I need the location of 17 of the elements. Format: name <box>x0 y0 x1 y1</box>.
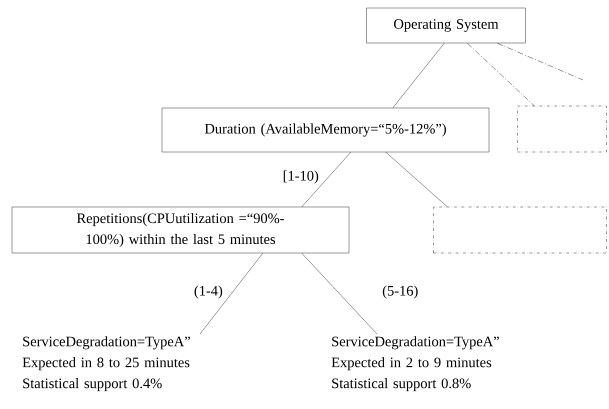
prediction-text: ServiceDegradation=TypeA” Expected in 8 to 25 minutes Statistical support 0.4% <box>22 336 190 392</box>
edge-label: (1-4) <box>192 284 224 300</box>
condition-box: Duration (AvailableMemory=“5%-12%”) <box>162 108 490 152</box>
edge-label: (5-16) <box>381 284 420 300</box>
connector-line <box>386 152 448 207</box>
condition-box: Repetitions(CPUutilization =“90%-100%) within the last 5 minutes <box>12 206 350 254</box>
connector-line <box>302 152 351 207</box>
connector-line <box>392 43 444 108</box>
empty-box <box>517 106 607 152</box>
connector-line <box>200 253 263 334</box>
connector-line <box>497 43 584 80</box>
edge-label: [1-10) <box>282 169 320 185</box>
connector-line <box>302 253 378 334</box>
connector-line <box>467 43 534 106</box>
category-box: Operating System <box>366 8 526 44</box>
empty-box <box>433 206 607 254</box>
prediction-text: ServiceDegradation=TypeA” Expected in 2 to 9 minutes Statistical support 0.8% <box>332 336 499 392</box>
